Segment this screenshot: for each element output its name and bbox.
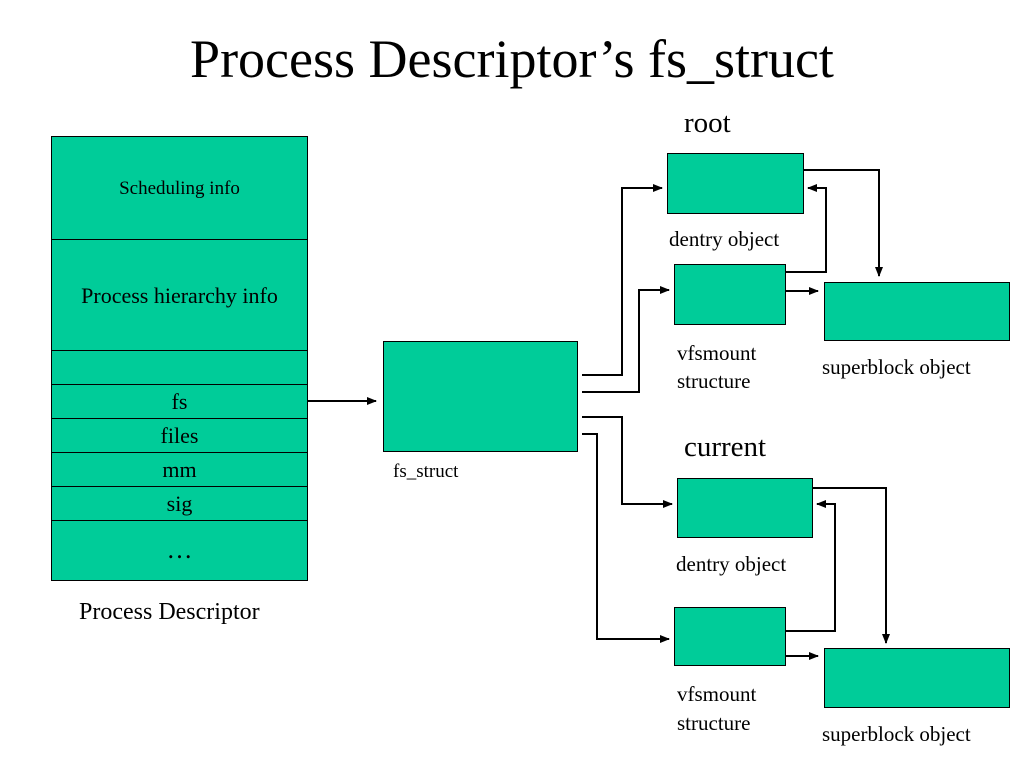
field-files: files xyxy=(52,418,307,453)
field-scheduling-info: Scheduling info xyxy=(52,137,307,240)
field-sig-label: sig xyxy=(166,491,193,516)
current-vfsmount-label-line1: vfsmount xyxy=(677,682,757,706)
arrow-root-vfsmount-to-dentry xyxy=(786,184,827,273)
root-superblock-box xyxy=(824,282,1010,341)
arrow-fs-struct-to-current-vfsmount xyxy=(582,433,670,643)
field-files-label: files xyxy=(160,423,199,448)
arrow-fs-struct-to-current-dentry xyxy=(582,416,673,508)
current-vfsmount-label-line2: structure xyxy=(677,711,751,735)
root-dentry-label: dentry object xyxy=(669,227,780,251)
fs-struct-label: fs_struct xyxy=(393,461,459,482)
root-dentry-box xyxy=(667,153,804,214)
arrow-fs-struct-to-root-vfsmount xyxy=(582,286,670,393)
root-vfsmount-label-line1: vfsmount xyxy=(677,341,757,365)
arrow-current-dentry-to-superblock xyxy=(813,487,890,644)
root-superblock-label: superblock object xyxy=(822,355,971,379)
field-blank xyxy=(52,350,307,385)
current-dentry-box xyxy=(677,478,813,538)
slide-title: Process Descriptor’s fs_struct xyxy=(190,29,834,89)
field-fs: fs xyxy=(52,384,307,419)
current-superblock-box xyxy=(824,648,1010,708)
process-descriptor-box: Scheduling info Process hierarchy info f… xyxy=(51,136,308,581)
arrow-current-vfsmount-to-dentry xyxy=(786,500,836,632)
current-superblock-label: superblock object xyxy=(822,722,971,746)
field-process-hierarchy-info: Process hierarchy info xyxy=(52,239,307,351)
current-vfsmount-box xyxy=(674,607,786,666)
current-heading: current xyxy=(684,431,767,463)
process-descriptor-label: Process Descriptor xyxy=(79,599,260,625)
field-mm-label: mm xyxy=(162,457,197,482)
field-ellipsis-label: … xyxy=(166,535,193,564)
root-vfsmount-box xyxy=(674,264,786,325)
arrow-root-dentry-to-superblock xyxy=(804,169,883,277)
field-mm: mm xyxy=(52,452,307,487)
field-fs-label: fs xyxy=(171,389,188,414)
arrow-fs-struct-to-root-dentry xyxy=(582,184,663,376)
field-sig: sig xyxy=(52,486,307,521)
current-dentry-label: dentry object xyxy=(676,552,787,576)
field-ellipsis: … xyxy=(52,520,307,579)
field-scheduling-info-label: Scheduling info xyxy=(119,177,240,199)
root-heading: root xyxy=(684,107,731,139)
field-process-hierarchy-info-label: Process hierarchy info xyxy=(81,282,278,308)
fs-struct-box xyxy=(383,341,578,452)
root-vfsmount-label-line2: structure xyxy=(677,369,751,393)
